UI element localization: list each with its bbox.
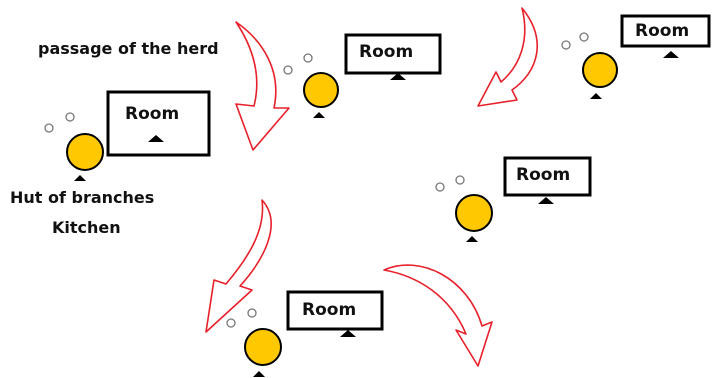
hut-circle-icon bbox=[582, 52, 618, 88]
smoke-circle-icon bbox=[247, 308, 257, 318]
hut-circle-icon bbox=[66, 133, 104, 171]
smoke-circle-icon bbox=[303, 53, 313, 63]
hut-circle-icon bbox=[244, 328, 282, 366]
smoke-circle-icon bbox=[561, 40, 571, 50]
hut-door-triangle-icon bbox=[253, 371, 265, 377]
hut-circle-icon bbox=[303, 72, 339, 108]
room-door-triangle-icon bbox=[340, 330, 356, 337]
compound-top-right bbox=[561, 14, 711, 99]
room-door-triangle-icon bbox=[148, 135, 164, 142]
hut-door-triangle-icon bbox=[590, 93, 602, 99]
room-box bbox=[620, 14, 711, 48]
hut-circle-icon bbox=[455, 194, 493, 232]
smoke-circle-icon bbox=[65, 112, 75, 122]
room-box bbox=[106, 90, 211, 157]
room-door-triangle-icon bbox=[663, 51, 679, 58]
room-door-triangle-icon bbox=[390, 73, 406, 80]
room-door-triangle-icon bbox=[538, 197, 554, 204]
room-label: Room bbox=[516, 165, 571, 185]
smoke-circle-icon bbox=[44, 123, 54, 133]
smoke-circle-icon bbox=[579, 32, 589, 42]
hut-door-triangle-icon bbox=[466, 236, 478, 242]
passage-label: passage of the herd bbox=[38, 39, 219, 58]
smoke-circle-icon bbox=[226, 318, 236, 328]
smoke-circle-icon bbox=[435, 182, 445, 192]
room-box bbox=[286, 290, 384, 331]
smoke-circle-icon bbox=[455, 175, 465, 185]
curved-arrow-icon bbox=[383, 264, 493, 367]
room-box bbox=[344, 33, 442, 75]
room-label: Room bbox=[125, 104, 180, 124]
compound-bottom bbox=[226, 290, 384, 377]
curved-arrow-icon bbox=[477, 7, 538, 107]
room-label: Room bbox=[359, 42, 414, 62]
compound-middle-right bbox=[435, 156, 592, 242]
room-label: Room bbox=[635, 21, 690, 41]
kitchen-label: Kitchen bbox=[52, 218, 121, 237]
compound-left bbox=[44, 90, 211, 181]
room-label: Room bbox=[302, 300, 357, 320]
hut-label: Hut of branches bbox=[10, 188, 155, 207]
curved-arrow-icon bbox=[205, 199, 272, 333]
room-box bbox=[503, 156, 592, 197]
compound-top-middle bbox=[283, 33, 442, 118]
hut-door-triangle-icon bbox=[313, 112, 325, 118]
smoke-circle-icon bbox=[283, 65, 293, 75]
curved-arrow-icon bbox=[235, 21, 290, 151]
hut-door-triangle-icon bbox=[74, 175, 86, 181]
